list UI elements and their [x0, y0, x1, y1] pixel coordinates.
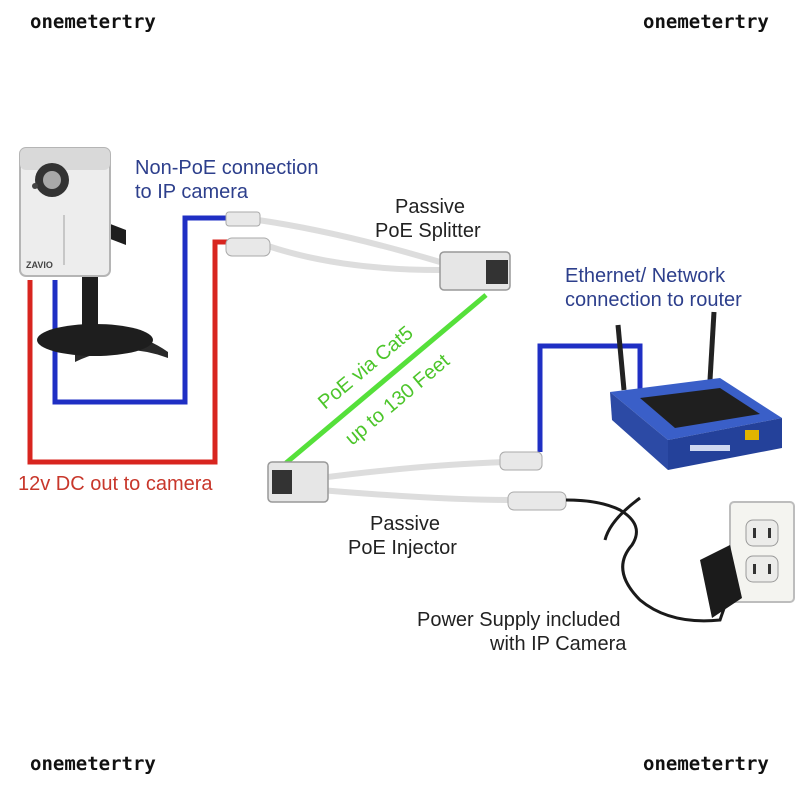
watermark-top-left: onemetertry [30, 11, 156, 33]
ethernet-wire-router [537, 343, 643, 452]
poe-injector-icon [267, 451, 567, 511]
ip-camera-icon: ZAVIO [19, 147, 168, 362]
injector-label-line2: PoE Injector [348, 537, 457, 559]
dc-out-label: 12v DC out to camera [18, 473, 213, 495]
poe-cable-green [284, 293, 488, 465]
power-adapter-icon [700, 545, 742, 618]
non-poe-label-line2: to IP camera [135, 181, 249, 203]
watermark-bottom-left: onemetertry [30, 753, 156, 775]
wireless-router-icon [610, 311, 782, 470]
wall-outlet-icon [729, 501, 795, 603]
poe-splitter-icon [225, 211, 511, 291]
dc-wire-red [27, 239, 236, 465]
power-label-line2: with IP Camera [489, 633, 627, 655]
splitter-label-line1: Passive [395, 196, 465, 218]
ethernet-label-line2: connection to router [565, 289, 742, 311]
splitter-label-line2: PoE Splitter [375, 220, 481, 242]
non-poe-label-line1: Non-PoE connection [135, 157, 318, 179]
power-cord [565, 498, 740, 623]
ethernet-wire-camera [52, 215, 236, 405]
watermark-bottom-right: onemetertry [643, 753, 769, 775]
watermark-top-right: onemetertry [643, 11, 769, 33]
injector-label-line1: Passive [370, 513, 440, 535]
ethernet-label-line1: Ethernet/ Network [565, 265, 726, 287]
power-label-line1: Power Supply included [417, 609, 620, 631]
camera-brand: ZAVIO [26, 260, 53, 270]
